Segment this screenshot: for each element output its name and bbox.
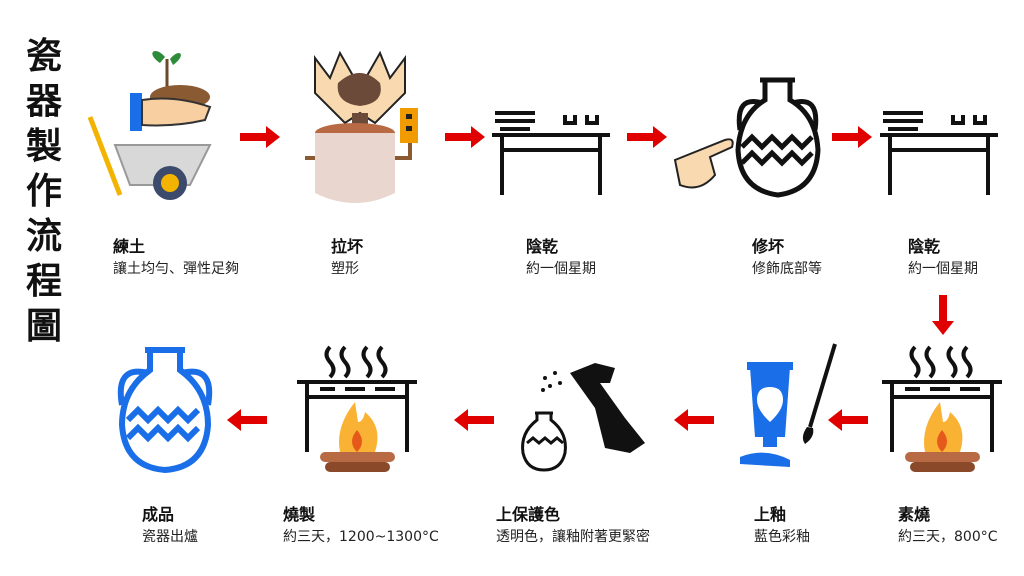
fire-grill-icon bbox=[882, 345, 1002, 472]
step-label: 陰乾約一個星期 bbox=[526, 236, 596, 280]
step-label: 素燒約三天，800°C bbox=[898, 504, 998, 548]
step-name: 素燒 bbox=[898, 505, 931, 524]
step-desc: 瓷器出爐 bbox=[142, 529, 198, 545]
step-desc: 約三天，800°C bbox=[898, 529, 998, 545]
step-name: 陰乾 bbox=[526, 237, 559, 256]
step-name: 拉坏 bbox=[331, 237, 364, 256]
arrow-left-icon bbox=[674, 409, 714, 431]
paint-tube-brush-icon bbox=[740, 343, 837, 467]
step-desc: 讓土均勻、彈性足夠 bbox=[113, 261, 239, 277]
fire-grill-icon bbox=[297, 345, 417, 472]
page-title: 瓷器製作流程圖 bbox=[25, 36, 62, 347]
step-label: 陰乾約一個星期 bbox=[908, 236, 978, 280]
step-name: 燒製 bbox=[283, 505, 316, 524]
step-desc: 約一個星期 bbox=[908, 261, 978, 277]
step-desc: 透明色，讓釉附著更緊密 bbox=[496, 529, 650, 545]
arrow-right-icon bbox=[445, 126, 485, 148]
arrow-right-icon bbox=[832, 126, 872, 148]
step-name: 修坏 bbox=[752, 237, 785, 256]
finger-vase-icon bbox=[673, 77, 821, 198]
step-name: 練土 bbox=[113, 237, 146, 256]
drying-table-icon bbox=[492, 111, 610, 195]
step-name: 上保護色 bbox=[496, 505, 561, 524]
step-desc: 約一個星期 bbox=[526, 261, 596, 277]
step-label: 上保護色透明色，讓釉附著更緊密 bbox=[496, 504, 650, 548]
step-label: 修坏修飾底部等 bbox=[752, 236, 822, 280]
step-desc: 約三天，1200~1300°C bbox=[283, 529, 439, 545]
arrow-left-icon bbox=[454, 409, 494, 431]
step-label: 燒製約三天，1200~1300°C bbox=[283, 504, 439, 548]
step-label: 練土讓土均勻、彈性足夠 bbox=[113, 236, 239, 280]
step-desc: 修飾底部等 bbox=[752, 261, 822, 277]
step-label: 上釉藍色彩釉 bbox=[754, 504, 810, 548]
arrow-left-icon bbox=[227, 409, 267, 431]
step-name: 成品 bbox=[142, 505, 175, 524]
arrow-right-icon bbox=[627, 126, 667, 148]
spray-vase-icon bbox=[521, 363, 645, 472]
step-desc: 塑形 bbox=[331, 261, 359, 277]
drying-table-icon bbox=[880, 111, 998, 195]
arrow-right-icon bbox=[240, 126, 280, 148]
wheelbarrow-clay-icon bbox=[87, 50, 212, 200]
step-label: 成品瓷器出爐 bbox=[142, 504, 198, 548]
arrow-left-icon bbox=[828, 409, 868, 431]
hands-throwing-clay-icon bbox=[305, 50, 418, 203]
step-name: 上釉 bbox=[754, 505, 787, 524]
arrow-down-icon bbox=[932, 295, 954, 335]
step-desc: 藍色彩釉 bbox=[754, 529, 810, 545]
blue-vase-icon bbox=[117, 347, 213, 474]
step-label: 拉坏塑形 bbox=[331, 236, 363, 280]
step-name: 陰乾 bbox=[908, 237, 941, 256]
